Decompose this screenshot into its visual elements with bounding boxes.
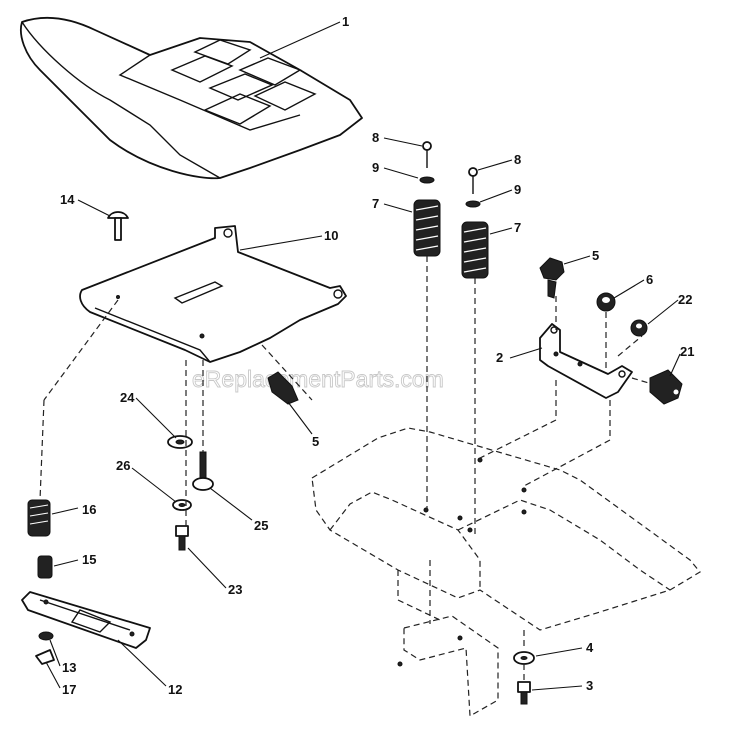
washer-24	[167, 435, 193, 449]
callout-7a: 7	[372, 196, 379, 211]
callout-8a: 8	[372, 130, 379, 145]
tractor-frame	[311, 427, 701, 718]
callout-5b: 5	[312, 434, 319, 449]
callout-6: 6	[646, 272, 653, 287]
callout-22: 22	[678, 292, 692, 307]
callout-17: 17	[62, 682, 76, 697]
callout-7b: 7	[514, 220, 521, 235]
callout-5a: 5	[592, 248, 599, 263]
bolt-8-left	[419, 141, 435, 184]
bracket-2	[539, 323, 633, 399]
bolt-23	[175, 525, 189, 551]
callout-8b: 8	[514, 152, 521, 167]
spring-right	[461, 221, 489, 279]
bolt-3	[517, 681, 531, 705]
assembly-lines	[39, 256, 653, 682]
callout-21: 21	[680, 344, 694, 359]
knob-5-lower	[267, 371, 299, 405]
knob-21	[649, 369, 683, 405]
callout-12: 12	[168, 682, 182, 697]
callout-4: 4	[586, 640, 594, 655]
spring-16	[27, 499, 51, 537]
watermark-text: eReplacementParts.com	[192, 366, 444, 392]
callout-24: 24	[120, 390, 135, 405]
callout-25: 25	[254, 518, 268, 533]
seat	[20, 16, 363, 180]
leader-lines	[45, 21, 681, 691]
callout-9a: 9	[372, 160, 379, 175]
washer-4	[513, 651, 535, 665]
callout-9b: 9	[514, 182, 521, 197]
nut-22	[630, 319, 648, 337]
carriage-bolt-14	[107, 211, 129, 241]
nut-6	[596, 292, 616, 312]
callout-1: 1	[342, 14, 349, 29]
seat-pan	[79, 225, 347, 363]
callout-26: 26	[116, 458, 130, 473]
callout-3: 3	[586, 678, 593, 693]
callout-23: 23	[228, 582, 242, 597]
callout-labels: 1 14 10 8 9 7 8 9 7 5 6 22 2 21 5 24 26 …	[60, 14, 694, 697]
callout-2: 2	[496, 350, 503, 365]
callout-16: 16	[82, 502, 96, 517]
shoulder-bolt-25	[192, 451, 214, 491]
slide-rail-12	[21, 591, 151, 649]
callout-14: 14	[60, 192, 75, 207]
bolt-8-right	[465, 167, 481, 208]
washer-13	[38, 631, 54, 641]
callout-13: 13	[62, 660, 76, 675]
knob-5-upper	[539, 257, 565, 299]
bushing-15	[37, 555, 53, 579]
spring-left	[413, 199, 441, 257]
clip-17	[35, 649, 55, 665]
callout-15: 15	[82, 552, 96, 567]
callout-10: 10	[324, 228, 338, 243]
